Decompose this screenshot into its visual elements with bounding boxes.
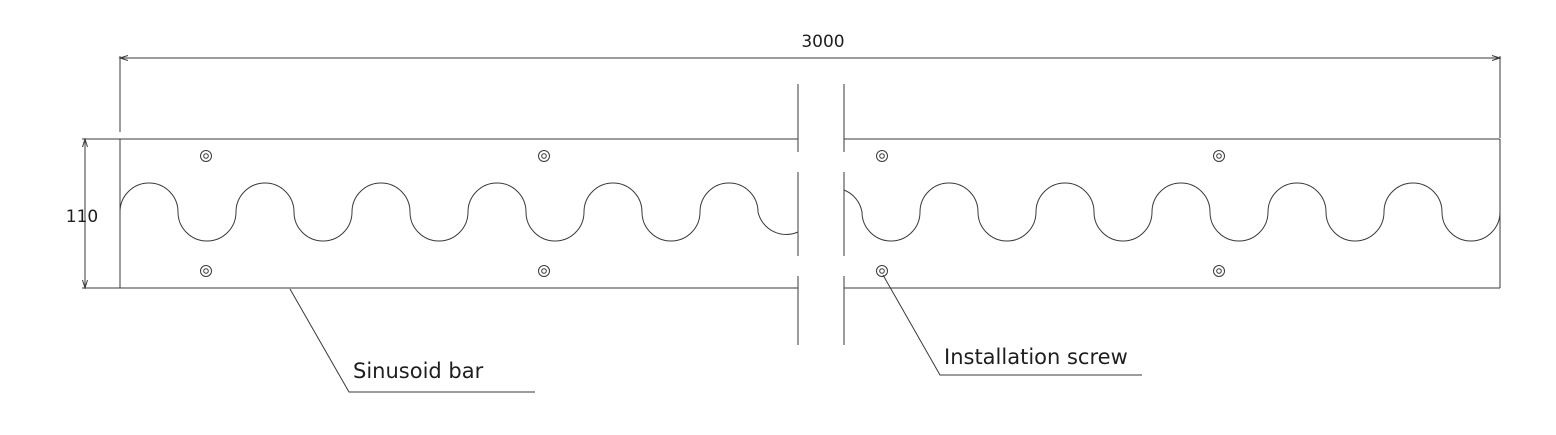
screw-icon xyxy=(876,265,888,277)
screw-icon xyxy=(200,265,212,277)
length-arrow-right xyxy=(1491,55,1502,61)
height-arrow-top xyxy=(82,137,88,148)
length-dimension-label: 3000 xyxy=(801,32,844,52)
screw-icon xyxy=(1213,265,1225,277)
screw-center xyxy=(879,268,885,274)
screw-icon xyxy=(876,150,888,162)
screw-head-outline xyxy=(876,150,888,162)
height-arrow-bottom xyxy=(82,279,88,290)
sinusoid-wave-left xyxy=(119,182,799,242)
screw-head-outline xyxy=(876,265,888,277)
screw-head-outline xyxy=(1213,150,1225,162)
height-dimension: 110 xyxy=(66,137,120,290)
callout-screw-leader xyxy=(882,274,1142,376)
callout-installation-screw: Installation screw xyxy=(882,274,1142,376)
screw-center xyxy=(541,268,547,274)
screw-center xyxy=(541,153,547,159)
callout-bar-leader xyxy=(289,288,535,393)
break-lines xyxy=(797,84,845,345)
screw-head-outline xyxy=(200,150,212,162)
screw-head-outline xyxy=(538,265,550,277)
bar-right-segment xyxy=(843,138,1501,289)
length-arrow-left xyxy=(118,55,129,61)
screw-icon xyxy=(1213,150,1225,162)
callout-screw-label: Installation screw xyxy=(944,345,1128,369)
screw-icon xyxy=(538,150,550,162)
screw-icon xyxy=(538,265,550,277)
screw-center xyxy=(1216,153,1222,159)
height-dimension-label: 110 xyxy=(66,207,98,227)
sinusoid-wave-right xyxy=(843,182,1501,242)
screw-icon xyxy=(200,150,212,162)
callout-bar-label: Sinusoid bar xyxy=(353,359,484,383)
length-dimension: 3000 xyxy=(118,32,1502,138)
screw-center xyxy=(1216,268,1222,274)
screw-head-outline xyxy=(538,150,550,162)
screw-center xyxy=(879,153,885,159)
screw-head-outline xyxy=(1213,265,1225,277)
installation-screws xyxy=(200,150,1225,277)
screw-center xyxy=(203,153,209,159)
callout-sinusoid-bar: Sinusoid bar xyxy=(289,288,535,393)
screw-center xyxy=(203,268,209,274)
bar-left-segment xyxy=(119,138,799,289)
screw-head-outline xyxy=(200,265,212,277)
